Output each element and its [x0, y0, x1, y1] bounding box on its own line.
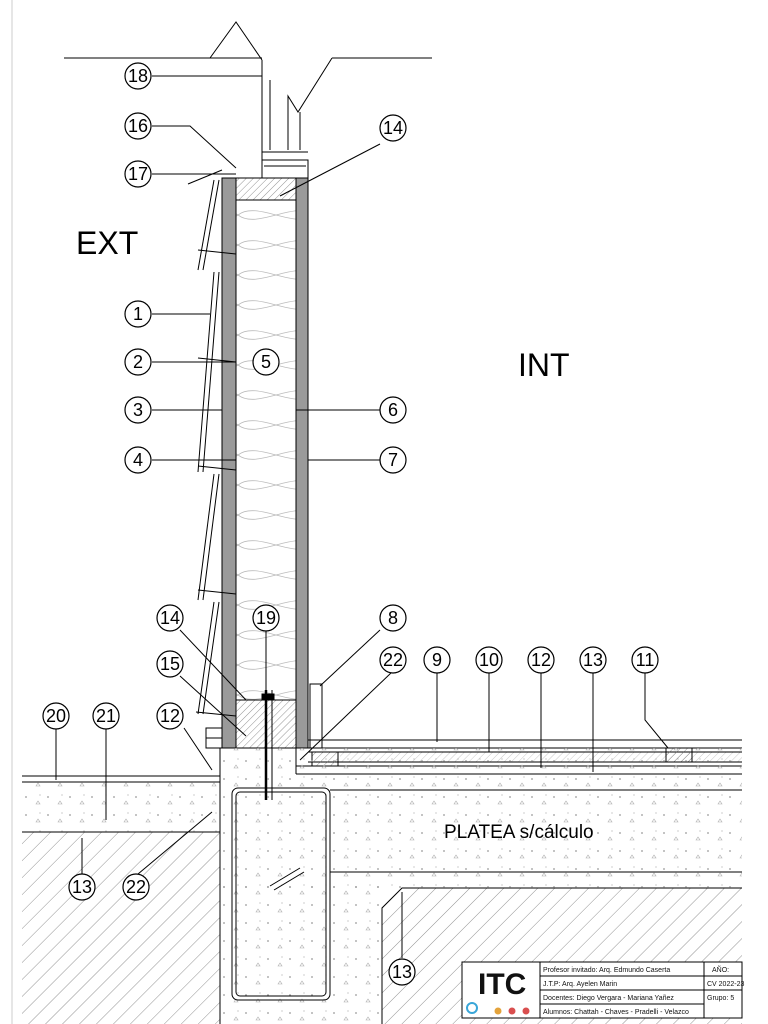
- callout-21: 21: [96, 706, 116, 726]
- callout-10: 10: [479, 650, 499, 670]
- itc-logo: ITC: [478, 968, 526, 1001]
- callout-16: 16: [128, 116, 148, 136]
- logo-circle-icon: [466, 1002, 478, 1014]
- callout-18: 18: [128, 66, 148, 86]
- callout-14-bottom: 14: [160, 608, 180, 628]
- callout-12-right: 12: [531, 650, 551, 670]
- alumnos-text: Alumnos: Chattah - Chaves - Pradelli - V…: [543, 1009, 689, 1016]
- callout-14-top: 14: [383, 118, 403, 138]
- callout-6: 6: [388, 400, 398, 420]
- callout-13-right: 13: [583, 650, 603, 670]
- callout-5: 5: [261, 352, 271, 372]
- leader-lines: [55, 75, 669, 958]
- callout-1: 1: [133, 304, 143, 324]
- callout-22-top: 22: [383, 650, 403, 670]
- callout-17: 17: [128, 164, 148, 184]
- jtp-text: J.T.P: Arq. Ayelen Marin: [543, 981, 617, 988]
- roof-outline: [64, 21, 432, 160]
- callout-11: 11: [636, 650, 655, 670]
- title-block: ITC Profesor invitado: Arq. Edmundo Case…: [461, 961, 744, 1019]
- callout-13-left: 13: [72, 877, 92, 897]
- callout-19: 19: [256, 608, 276, 628]
- callout-9: 9: [432, 650, 442, 670]
- callout-2: 2: [133, 352, 143, 372]
- callout-4: 4: [133, 450, 143, 470]
- callout-22-bottom: 22: [126, 877, 146, 897]
- ext-label: EXT: [76, 225, 138, 261]
- anio-value: CV 2022-23: [707, 981, 744, 988]
- profesor-text: Profesor invitado: Arq. Edmundo Caserta: [543, 967, 670, 974]
- callout-7: 7: [388, 450, 398, 470]
- anio-label: AÑO:: [712, 965, 729, 974]
- callout-20: 20: [46, 706, 66, 726]
- docentes-text: Docentes: Diego Vergara - Mariana Yañez: [543, 995, 674, 1002]
- callout-12-left: 12: [160, 706, 180, 726]
- callout-15: 15: [160, 654, 180, 674]
- platea-label: PLATEA s/cálculo: [444, 822, 594, 843]
- platea-slab: [219, 748, 742, 1024]
- callout-13-bottom: 13: [392, 962, 412, 982]
- callout-3: 3: [133, 400, 143, 420]
- callout-8: 8: [388, 608, 398, 628]
- callouts: [42, 62, 659, 986]
- int-label: INT: [518, 347, 570, 383]
- wall-section: [221, 159, 309, 749]
- grupo-text: Grupo: 5: [707, 995, 734, 1002]
